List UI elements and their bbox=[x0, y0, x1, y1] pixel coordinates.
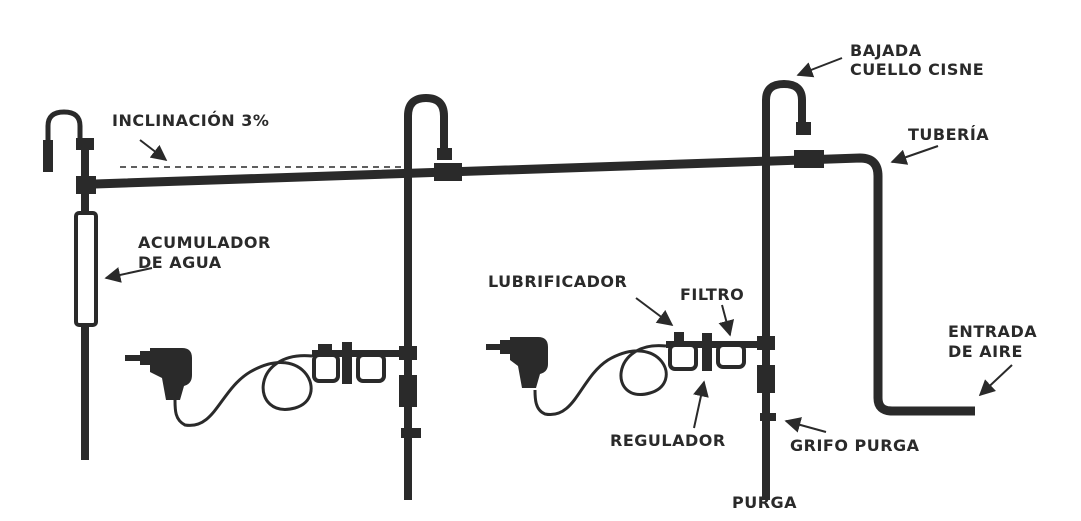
arrow-entrada bbox=[978, 364, 1013, 397]
arrow-regulador bbox=[693, 380, 709, 429]
label-de-agua: DE AGUA bbox=[138, 253, 222, 272]
label-tuberia: TUBERÍA bbox=[908, 125, 989, 144]
arrow-filtro bbox=[718, 304, 735, 337]
left-drop bbox=[43, 109, 98, 460]
arrow-grifo-purga bbox=[784, 417, 827, 433]
frl-unit-middle bbox=[312, 342, 408, 384]
arrow-bajada bbox=[796, 57, 843, 78]
frl-unit-right bbox=[666, 332, 766, 371]
label-entrada: ENTRADA bbox=[948, 322, 1037, 341]
air-tool-right bbox=[486, 337, 668, 416]
arrow-tuberia bbox=[890, 145, 939, 165]
middle-drop bbox=[399, 93, 462, 500]
leader-arrows bbox=[104, 57, 1013, 433]
label-cuello-cisne: CUELLO CISNE bbox=[850, 60, 984, 79]
label-regulador: REGULADOR bbox=[610, 431, 726, 450]
label-de-aire: DE AIRE bbox=[948, 342, 1023, 361]
arrow-inclinacion bbox=[139, 139, 168, 161]
main-pipe bbox=[94, 153, 975, 416]
label-filtro: FILTRO bbox=[680, 285, 744, 304]
label-acumulador: ACUMULADOR bbox=[138, 233, 271, 252]
label-bajada: BAJADA bbox=[850, 41, 922, 60]
air-tool-middle bbox=[125, 348, 313, 427]
label-purga: PURGA bbox=[732, 493, 797, 512]
arrow-acumulador bbox=[104, 267, 153, 283]
right-drop bbox=[757, 79, 824, 500]
label-grifo-purga: GRIFO PURGA bbox=[790, 436, 920, 455]
label-inclinacion: INCLINACIÓN 3% bbox=[112, 111, 269, 130]
arrow-lubrificador bbox=[635, 297, 674, 326]
label-lubrificador: LUBRIFICADOR bbox=[488, 272, 627, 291]
